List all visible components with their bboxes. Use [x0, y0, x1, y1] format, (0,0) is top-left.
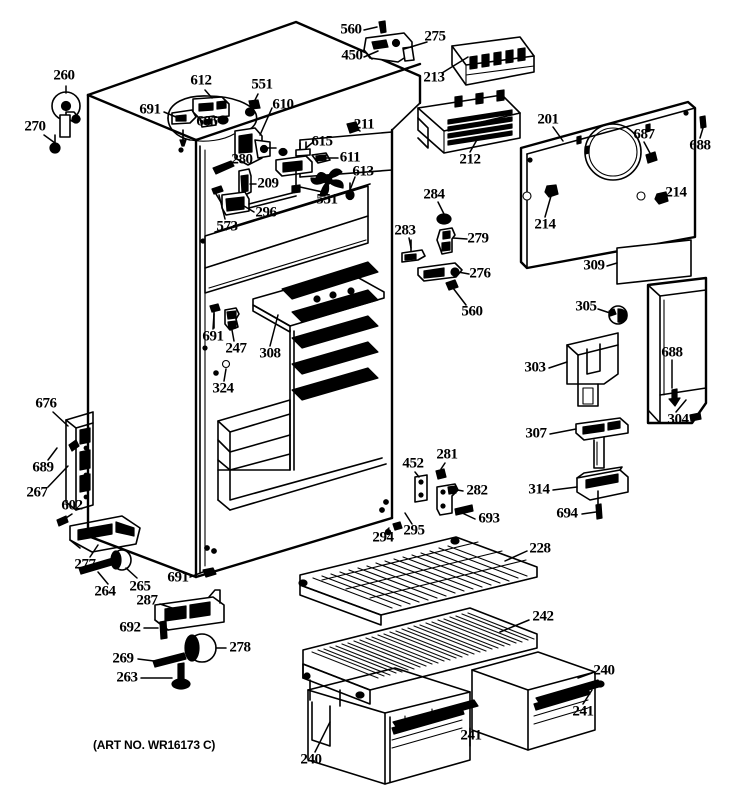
fresh-food-liner	[209, 261, 387, 511]
callout-560-top: 560	[340, 21, 362, 38]
callout-241-right: 241	[572, 703, 594, 720]
callout-228: 228	[529, 540, 551, 557]
callout-691-base: 691	[167, 569, 189, 586]
art-number-caption: (ART NO. WR16173 C)	[93, 738, 216, 752]
callout-296: 296	[255, 204, 277, 221]
callout-610: 610	[272, 96, 294, 113]
callout-694: 694	[556, 505, 578, 522]
callout-560-lower: 560	[461, 303, 483, 320]
rear-machine-compartment-panel	[519, 100, 707, 285]
callout-267: 267	[26, 484, 48, 501]
callout-270: 270	[24, 118, 46, 135]
callout-276: 276	[469, 265, 491, 282]
callout-283: 283	[394, 222, 416, 239]
callout-214-left: 214	[534, 216, 556, 233]
callout-277: 277	[74, 556, 96, 573]
callout-275: 275	[424, 28, 446, 45]
callout-241-center: 241	[460, 727, 482, 744]
callout-287: 287	[136, 592, 158, 609]
callout-304: 304	[667, 411, 689, 428]
callout-209: 209	[257, 175, 279, 192]
callout-688-panel: 688	[689, 137, 711, 154]
callout-247: 247	[225, 340, 247, 357]
callout-264: 264	[94, 583, 116, 600]
top-door-hinge	[363, 20, 415, 63]
callout-452: 452	[402, 455, 424, 472]
callout-201: 201	[537, 111, 559, 128]
base-leveler-parts	[152, 567, 225, 690]
callout-269: 269	[112, 650, 134, 667]
callout-240-right: 240	[593, 662, 615, 679]
wire-shelf-228	[298, 536, 538, 626]
lower-left-hinge-assembly	[56, 411, 141, 575]
crisper-cover-242	[302, 607, 538, 707]
callout-573: 573	[216, 218, 238, 235]
callout-242: 242	[532, 608, 554, 625]
callout-693: 693	[478, 510, 500, 527]
callout-691-top: 691	[139, 101, 161, 118]
callout-214-right: 214	[665, 184, 687, 201]
callout-308: 308	[259, 345, 281, 362]
callout-450: 450	[341, 47, 363, 64]
callout-295: 295	[403, 522, 425, 539]
callout-305: 305	[575, 298, 597, 315]
door-catch-parts	[384, 468, 474, 536]
callout-212: 212	[459, 151, 481, 168]
callout-613: 613	[352, 163, 374, 180]
callout-689: 689	[32, 459, 54, 476]
leader-lines	[43, 26, 704, 753]
crisper-pan-left	[307, 667, 479, 785]
fan-blade	[310, 168, 344, 197]
callout-551-upper: 551	[251, 76, 273, 93]
callout-281: 281	[436, 446, 458, 463]
evaporator-cover-upper	[451, 36, 535, 86]
door-stop-parts	[401, 213, 463, 291]
callout-307: 307	[525, 425, 547, 442]
callout-294: 294	[372, 529, 394, 546]
callout-278: 278	[229, 639, 251, 656]
callout-602: 602	[61, 497, 83, 514]
callout-676: 676	[35, 395, 57, 412]
thermostat-control-cluster	[167, 95, 360, 216]
callout-685: 685	[196, 113, 218, 130]
callout-282: 282	[466, 482, 488, 499]
callout-687: 687	[633, 126, 655, 143]
callout-280: 280	[231, 151, 253, 168]
callout-303: 303	[524, 359, 546, 376]
callout-324: 324	[212, 380, 234, 397]
evaporator-cover-lower	[417, 89, 521, 154]
callout-688-liner: 688	[661, 344, 683, 361]
callout-260: 260	[53, 67, 75, 84]
cabinet-shell	[86, 20, 422, 579]
callout-284: 284	[423, 186, 445, 203]
callout-611: 611	[339, 149, 361, 166]
dispenser-assembly	[566, 276, 708, 520]
callout-279: 279	[467, 230, 489, 247]
callout-240-left: 240	[300, 751, 322, 768]
callout-309: 309	[583, 257, 605, 274]
callout-551-lower: 551	[316, 191, 338, 208]
callout-265: 265	[129, 578, 151, 595]
callout-615: 615	[311, 133, 333, 150]
callout-263: 263	[116, 669, 138, 686]
callout-213: 213	[423, 69, 445, 86]
callout-211: 211	[353, 116, 375, 133]
callout-314: 314	[528, 481, 550, 498]
callout-612: 612	[190, 72, 212, 89]
upper-left-hinge-assembly	[49, 91, 81, 154]
callout-691-liner: 691	[202, 328, 224, 345]
callout-692: 692	[119, 619, 141, 636]
